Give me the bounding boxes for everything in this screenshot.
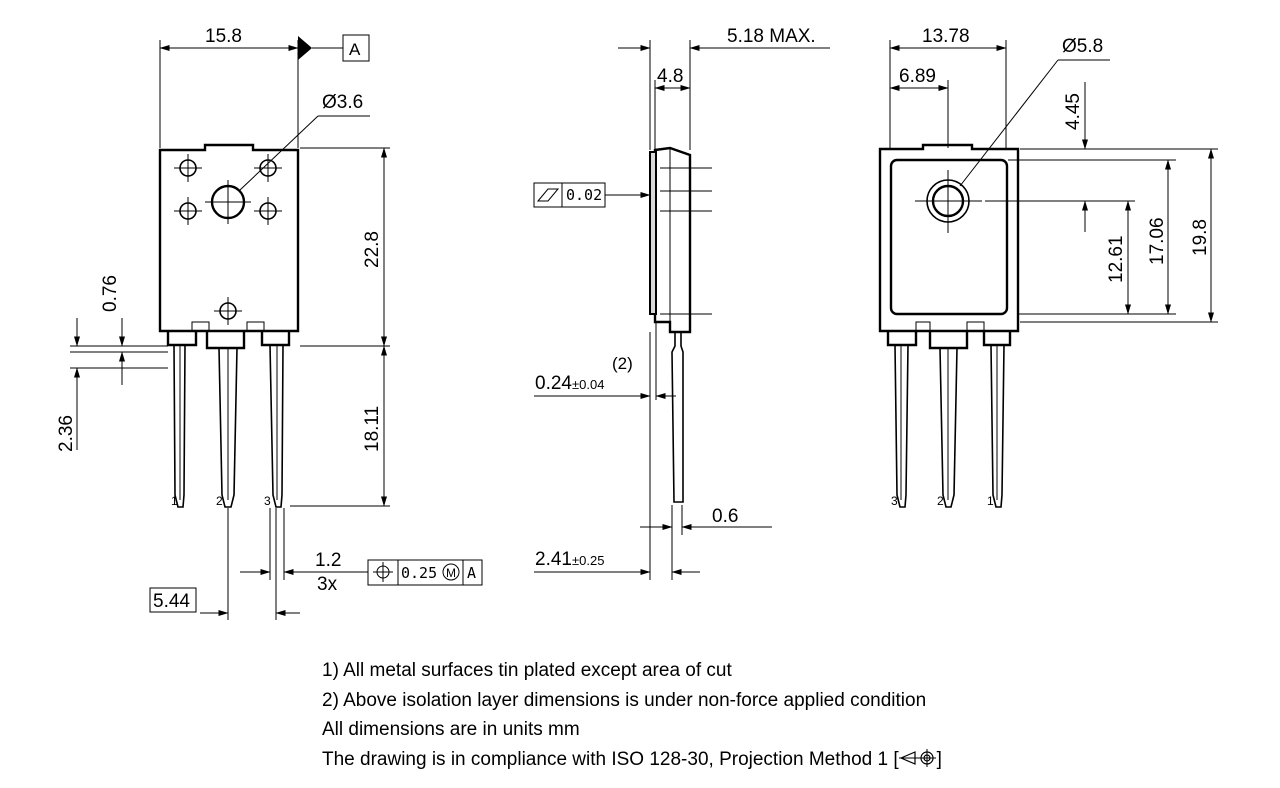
dim-width: 15.8 <box>205 26 242 47</box>
flatness-value: 0.02 <box>566 186 602 204</box>
pin-label: 3 <box>264 494 271 508</box>
dim-side-body: 4.8 <box>657 66 683 87</box>
pin-label: 1 <box>987 494 994 508</box>
position-tol-modifier: M <box>446 566 456 580</box>
dim-lead-thickness: 1.2 <box>315 550 341 571</box>
position-icon <box>373 562 393 582</box>
dim-tab-offset: 0.76 <box>100 275 121 312</box>
pin-label: 3 <box>891 494 898 508</box>
dim-back-hole-y: 12.61 <box>1106 235 1127 283</box>
note-line: All dimensions are in units mm <box>322 719 580 740</box>
dim-standoff: 2.41±0.25 <box>535 549 604 570</box>
back-view: 3 2 1 13.78 6.89 Ø5.8 4.45 12.61 17.06 <box>878 26 1218 508</box>
dim-back-pad: 17.06 <box>1147 217 1168 265</box>
side-view: 5.18 MAX. 4.8 0.02 0.24±0.04 (2) 0.6 2.4… <box>533 26 830 580</box>
dim-back-hole-dia: Ø5.8 <box>1062 36 1103 57</box>
dim-lead-t: 0.6 <box>712 506 738 527</box>
pin-label: 2 <box>937 494 944 508</box>
dim-lead-pitch: 5.44 <box>153 591 190 612</box>
notes: 1) All metal surfaces tin plated except … <box>322 656 942 774</box>
pin-label: 1 <box>171 494 178 508</box>
dim-back-top: 4.45 <box>1063 93 1084 130</box>
dim-hole-dia: Ø3.6 <box>322 92 363 113</box>
flatness-icon <box>536 188 560 202</box>
front-view: 1 2 3 15.8 A Ø3.6 22.8 18.11 0.76 <box>56 26 483 620</box>
note-reference: (2) <box>612 354 633 373</box>
dim-body-height: 22.8 <box>362 231 383 268</box>
datum-label: A <box>349 40 361 59</box>
projection-method-icon <box>898 748 936 767</box>
mounting-hole-icon <box>174 154 282 325</box>
position-tol-datum: A <box>467 564 476 582</box>
dim-back-height: 19.8 <box>1190 219 1211 256</box>
dim-isolation: 0.24±0.04 <box>535 373 604 394</box>
dim-back-half: 6.89 <box>899 66 936 87</box>
dim-lead-count: 3x <box>317 574 338 595</box>
dim-lead-length: 18.11 <box>362 406 383 452</box>
dim-side-max: 5.18 MAX. <box>727 26 816 47</box>
note-line: 2) Above isolation layer dimensions is u… <box>322 689 927 711</box>
note-line: The drawing is in compliance with ISO 12… <box>322 748 942 770</box>
flatness-frame: 0.02 <box>533 182 651 208</box>
dim-lead-width: 2.36 <box>56 415 77 452</box>
dim-back-width: 13.78 <box>922 26 970 47</box>
position-tolerance-frame: 0.25 M A <box>367 559 483 586</box>
position-tol-value: 0.25 <box>401 564 437 582</box>
note-line: 1) All metal surfaces tin plated except … <box>322 660 732 681</box>
pin-label: 2 <box>216 494 223 508</box>
